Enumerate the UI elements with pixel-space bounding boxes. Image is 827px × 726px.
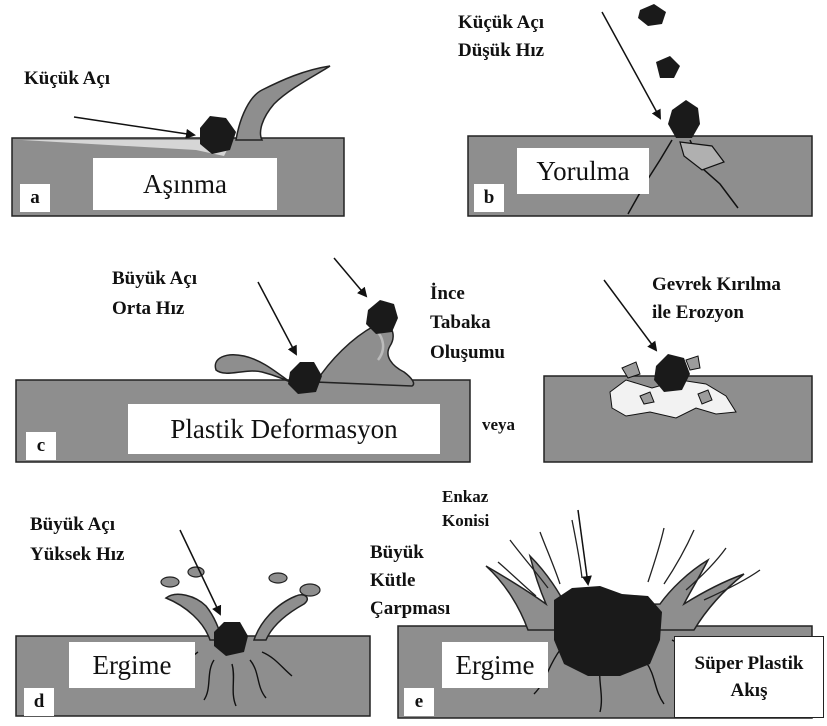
falling-particle: [638, 4, 666, 26]
melt-droplet: [269, 573, 287, 583]
plastic-lip-right: [316, 324, 414, 386]
panel-e-flow-line2: Akış: [675, 677, 823, 704]
melt-splash-right: [254, 595, 307, 640]
fragment: [686, 356, 700, 370]
panel-a-title: Küçük Açı: [24, 66, 110, 92]
plastic-lip-left: [215, 355, 290, 382]
melt-droplet: [161, 577, 179, 587]
panel-c-side-line2: Tabaka: [430, 310, 491, 336]
lip-flow: [236, 66, 330, 140]
panel-e-debris-line1: Enkaz: [442, 484, 488, 510]
impact-arrow: [602, 12, 660, 118]
panel-a-process-label: Aşınma: [93, 158, 277, 210]
panel-d-title-line1: Büyük Açı: [30, 512, 115, 538]
panel-c-side-line3: Oluşumu: [430, 340, 505, 366]
panel-c-letter: c: [26, 432, 56, 460]
panel-e-mass-line3: Çarpması: [370, 596, 450, 622]
panel-c-process-label: Plastik Deformasyon: [128, 404, 440, 454]
debris-streak: [510, 540, 548, 588]
panel-d-title-line2: Yüksek Hız: [30, 542, 125, 568]
panel-e-process-label: Ergime: [442, 642, 548, 688]
panel-b-process-label: Yorulma: [517, 148, 649, 194]
debris-streak: [648, 528, 664, 582]
panel-e-letter: e: [404, 688, 434, 716]
panel-b-title-line1: Küçük Açı: [458, 10, 544, 36]
panel-d-letter: d: [24, 688, 54, 716]
panel-b-letter: b: [474, 184, 504, 212]
impact-arrow: [578, 510, 588, 584]
panel-e-flow-line1: Süper Plastik: [675, 650, 823, 677]
melt-droplet: [300, 584, 320, 596]
large-particle: [554, 586, 662, 676]
panel-d-process-label: Ergime: [69, 642, 195, 688]
super-plastic-flow-box: Süper Plastik Akış: [674, 636, 824, 718]
panel-b-title-line2: Düşük Hız: [458, 38, 544, 64]
particle: [668, 100, 700, 138]
impact-arrow: [334, 258, 366, 296]
impact-arrow: [74, 117, 194, 135]
panel-c-alt-title-line1: Gevrek Kırılma: [652, 272, 781, 298]
alternative-word: veya: [482, 412, 515, 438]
panel-c-title-line2: Orta Hız: [112, 296, 184, 322]
impact-arrow: [258, 282, 296, 354]
impact-arrow: [604, 280, 656, 350]
panel-e-debris-line2: Konisi: [442, 508, 489, 534]
panel-c-alt-title-line2: ile Erozyon: [652, 300, 744, 326]
falling-particle: [656, 56, 680, 78]
panel-c-side-line1: İnce: [430, 281, 465, 307]
panel-e-mass-line2: Kütle: [370, 568, 415, 594]
panel-a-letter: a: [20, 184, 50, 212]
panel-e-mass-line1: Büyük: [370, 540, 424, 566]
panel-c-title-line1: Büyük Açı: [112, 266, 197, 292]
